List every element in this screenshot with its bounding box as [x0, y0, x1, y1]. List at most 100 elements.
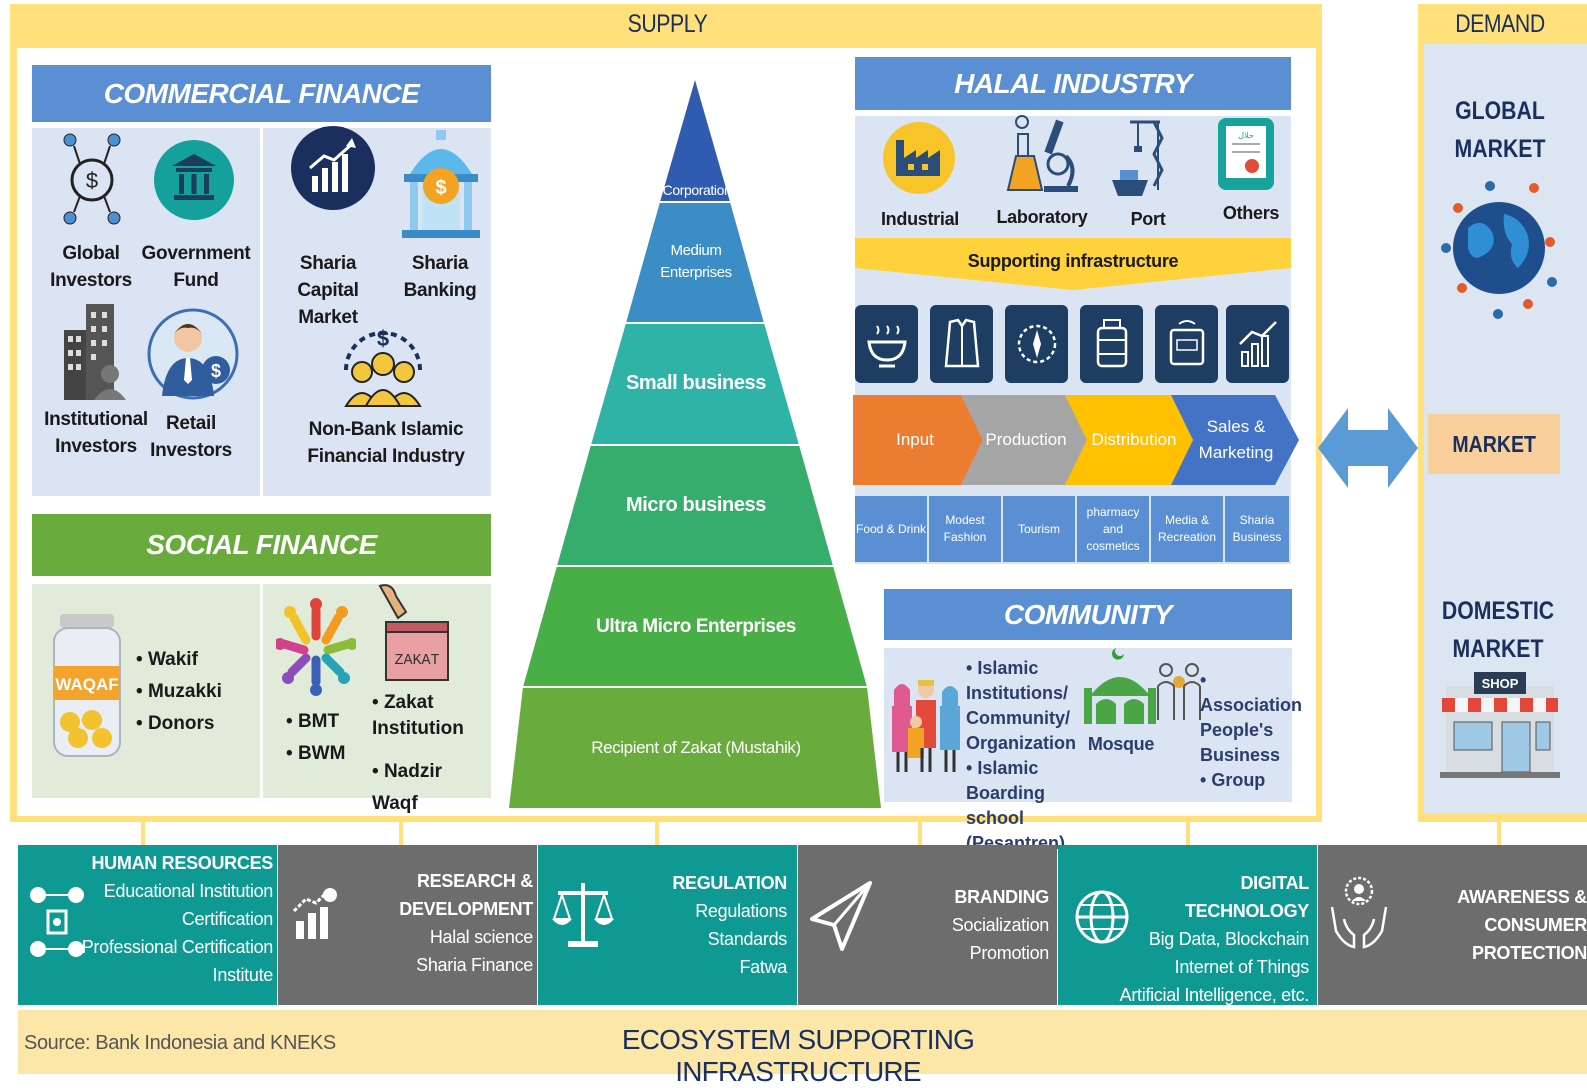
community-list-2: Association People's Business Group	[1200, 668, 1302, 793]
eco-human-resources-text: HUMAN RESOURCES Educational Institution …	[81, 853, 274, 985]
pyramid-label-small: Small business	[625, 371, 766, 394]
pyramid-tier-small	[591, 323, 799, 445]
food-bowl-icon	[855, 305, 918, 383]
eco-regulation: REGULATION Regulations Standards Fatwa	[538, 845, 797, 1005]
value-chain-arrows	[853, 395, 1299, 485]
svg-text:WAQAF: WAQAF	[55, 675, 118, 694]
non-bank-label: Non-Bank Islamic Financial Industry	[307, 419, 465, 467]
paper-plane-icon	[810, 881, 872, 951]
sector-pharmacy: pharmacy and cosmetics	[1077, 496, 1149, 562]
svg-text:$: $	[435, 177, 446, 199]
sharia-capital-market-label: Sharia Capital Market	[297, 253, 359, 328]
government-fund-label: Government Fund	[141, 243, 251, 291]
chain-production-label: Production	[985, 430, 1067, 449]
pyramid-tier-micro	[557, 445, 833, 566]
market-box: MARKET	[1428, 414, 1560, 474]
industrial-area-icon	[880, 114, 958, 202]
others-certificate-icon: حلال	[1214, 114, 1278, 198]
others-label: Others	[1222, 203, 1280, 223]
social-list-2: BMT BWM	[286, 706, 345, 770]
eco-awareness: AWARENESS & CONSUMER PROTECTION	[1318, 845, 1587, 1005]
supply-frame-right	[1316, 44, 1322, 822]
research-chart-icon	[292, 888, 337, 939]
pyramid-label-micro: Micro business	[626, 493, 766, 516]
connector-tick	[1186, 822, 1190, 846]
commercial-divider	[260, 128, 263, 496]
supply-label: SUPPLY	[627, 10, 708, 38]
laboratory-icon	[1004, 112, 1082, 204]
people-network-icon	[30, 887, 84, 957]
sector-media: Media & Recreation	[1151, 496, 1223, 562]
shop-icon: SHOP	[1436, 666, 1564, 782]
tourism-compass-icon	[1005, 305, 1068, 383]
supply-frame-bottom	[10, 816, 1322, 822]
sector-sharia-business: Sharia Business	[1225, 496, 1289, 562]
footer-bar	[18, 1010, 1587, 1074]
pyramid-tier-ultra-micro	[523, 566, 867, 687]
eco-research-development-text: RESEARCH & DEVELOPMENT Halal science Sha…	[399, 871, 533, 975]
sector-food-drink: Food & Drink	[855, 496, 927, 562]
laboratory-label: Laboratory	[996, 207, 1088, 227]
government-building-icon	[152, 132, 236, 236]
eco-regulation-text: REGULATION Regulations Standards Fatwa	[672, 873, 787, 977]
globe-icon	[1438, 172, 1560, 322]
port-crane-icon	[1108, 116, 1178, 206]
retail-investors-label: Retail Investors	[150, 413, 232, 461]
sector-modest-fashion: Modest Fashion	[929, 496, 1001, 562]
eco-digital-technology-text: DIGITAL TECHNOLOGY Big Data, Blockchain …	[1119, 873, 1310, 1005]
eco-research-development: RESEARCH & DEVELOPMENT Halal science Sha…	[278, 845, 537, 1005]
retail-investor-person-icon: $	[146, 300, 240, 408]
demand-label: DEMAND	[1455, 10, 1545, 38]
source-note: Source: Bank Indonesia and KNEKS	[24, 1032, 336, 1054]
community-list-1: Islamic Institutions/ Community/ Organiz…	[966, 656, 1094, 856]
non-bank-people-icon: $	[340, 306, 426, 414]
supply-header-bar	[10, 4, 1322, 48]
connector-tick	[399, 822, 403, 846]
waqaf-jar-icon: WAQAF	[48, 610, 126, 760]
svg-text:$: $	[86, 168, 98, 193]
capital-market-chart-icon	[290, 124, 376, 240]
globe-web-icon	[1075, 890, 1129, 944]
supporting-infrastructure-label: Supporting infrastructure	[967, 251, 1179, 271]
chain-sales-label: Sales & Marketing	[1198, 417, 1274, 462]
business-growth-chart-icon	[1226, 305, 1289, 383]
connector-tick	[1497, 822, 1501, 846]
supply-demand-double-arrow	[1318, 408, 1418, 488]
bmt-community-icon	[276, 596, 356, 704]
eco-branding: BRANDING Socialization Promotion	[798, 845, 1057, 1005]
sharia-bank-icon: $	[396, 124, 486, 248]
commercial-finance-header: COMMERCIAL FINANCE	[32, 65, 491, 122]
shirt-icon	[930, 305, 993, 383]
chain-sales-arrow	[1171, 395, 1299, 485]
svg-text:حلال: حلال	[1238, 131, 1254, 140]
community-header: COMMUNITY	[884, 589, 1292, 640]
pyramid-tier-mustahik	[509, 687, 881, 808]
community-people-icon	[888, 676, 966, 776]
supporting-infrastructure-banner	[855, 238, 1291, 290]
eco-branding-text: BRANDING Socialization Promotion	[951, 887, 1049, 963]
svg-text:$: $	[377, 326, 389, 351]
port-label: Port	[1130, 209, 1166, 229]
zakat-box-icon: ZAKAT	[372, 582, 452, 686]
social-list-3: Zakat Institution Nadzir Waqf	[372, 690, 488, 820]
svg-text:SHOP: SHOP	[1482, 676, 1519, 691]
eco-awareness-text: AWARENESS & CONSUMER PROTECTION	[1457, 887, 1587, 963]
mosque-label: Mosque	[1087, 734, 1155, 754]
sharia-banking-label: Sharia Banking	[403, 253, 477, 301]
social-divider	[260, 584, 263, 798]
ecosystem-footer-title: ECOSYSTEM SUPPORTING INFRASTRUCTURE	[621, 1024, 975, 1087]
connector-tick	[655, 822, 659, 846]
scales-justice-icon	[552, 883, 614, 947]
association-people-icon	[1154, 660, 1204, 730]
chain-distribution-arrow	[1065, 395, 1193, 485]
business-pyramid	[509, 80, 881, 808]
eco-human-resources: HUMAN RESOURCES Educational Institution …	[18, 845, 277, 1005]
social-finance-header: SOCIAL FINANCE	[32, 514, 491, 576]
commercial-finance-title: COMMERCIAL FINANCE	[103, 77, 420, 109]
pyramid-label-corporation: Corporation	[662, 182, 732, 198]
pyramid-tier-corporation	[660, 80, 730, 202]
chain-production-arrow	[961, 395, 1087, 485]
hands-people-icon	[1330, 876, 1388, 949]
global-investors-icon: $	[60, 130, 124, 230]
pyramid-label-medium: Medium Enterprises	[660, 242, 732, 281]
